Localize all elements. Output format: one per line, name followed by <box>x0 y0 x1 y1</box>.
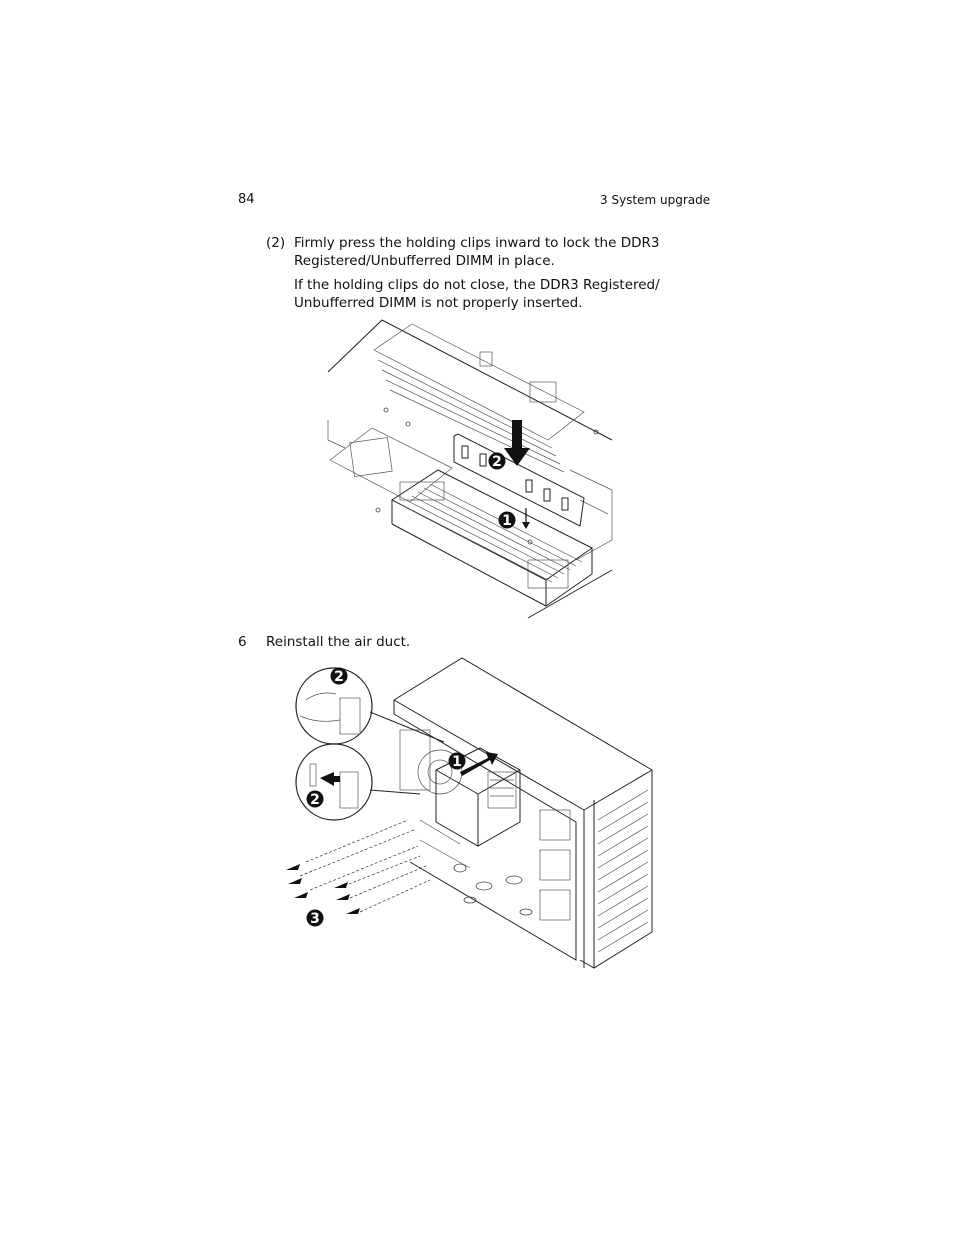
callout-1-badge-duct: 1 <box>448 752 466 770</box>
substep-line-2: Registered/Unbufferred DIMM in place. <box>294 253 555 269</box>
svg-text:1: 1 <box>502 513 512 529</box>
chapter-title: 3 System upgrade <box>600 193 711 207</box>
step-number: 6 <box>238 634 247 650</box>
svg-text:2: 2 <box>334 669 344 685</box>
callout-2-badge-top: 2 <box>330 667 348 685</box>
page-number: 84 <box>238 192 255 207</box>
substep-line-1: Firmly press the holding clips inward to… <box>294 235 660 251</box>
svg-text:2: 2 <box>310 792 320 808</box>
svg-text:1: 1 <box>452 754 462 770</box>
callout-2-badge: 2 <box>488 452 506 470</box>
callout-1-badge: 1 <box>498 511 516 529</box>
callout-2-badge-bottom: 2 <box>306 790 324 808</box>
svg-text:2: 2 <box>492 454 502 470</box>
svg-text:3: 3 <box>310 911 320 927</box>
callout-3-badge-screws: 3 <box>306 909 324 927</box>
note-line-1: If the holding clips do not close, the D… <box>294 277 660 293</box>
step-text: Reinstall the air duct. <box>266 634 411 650</box>
substep-marker: (2) <box>266 235 286 251</box>
note-line-2: Unbufferred DIMM is not properly inserte… <box>294 295 583 311</box>
